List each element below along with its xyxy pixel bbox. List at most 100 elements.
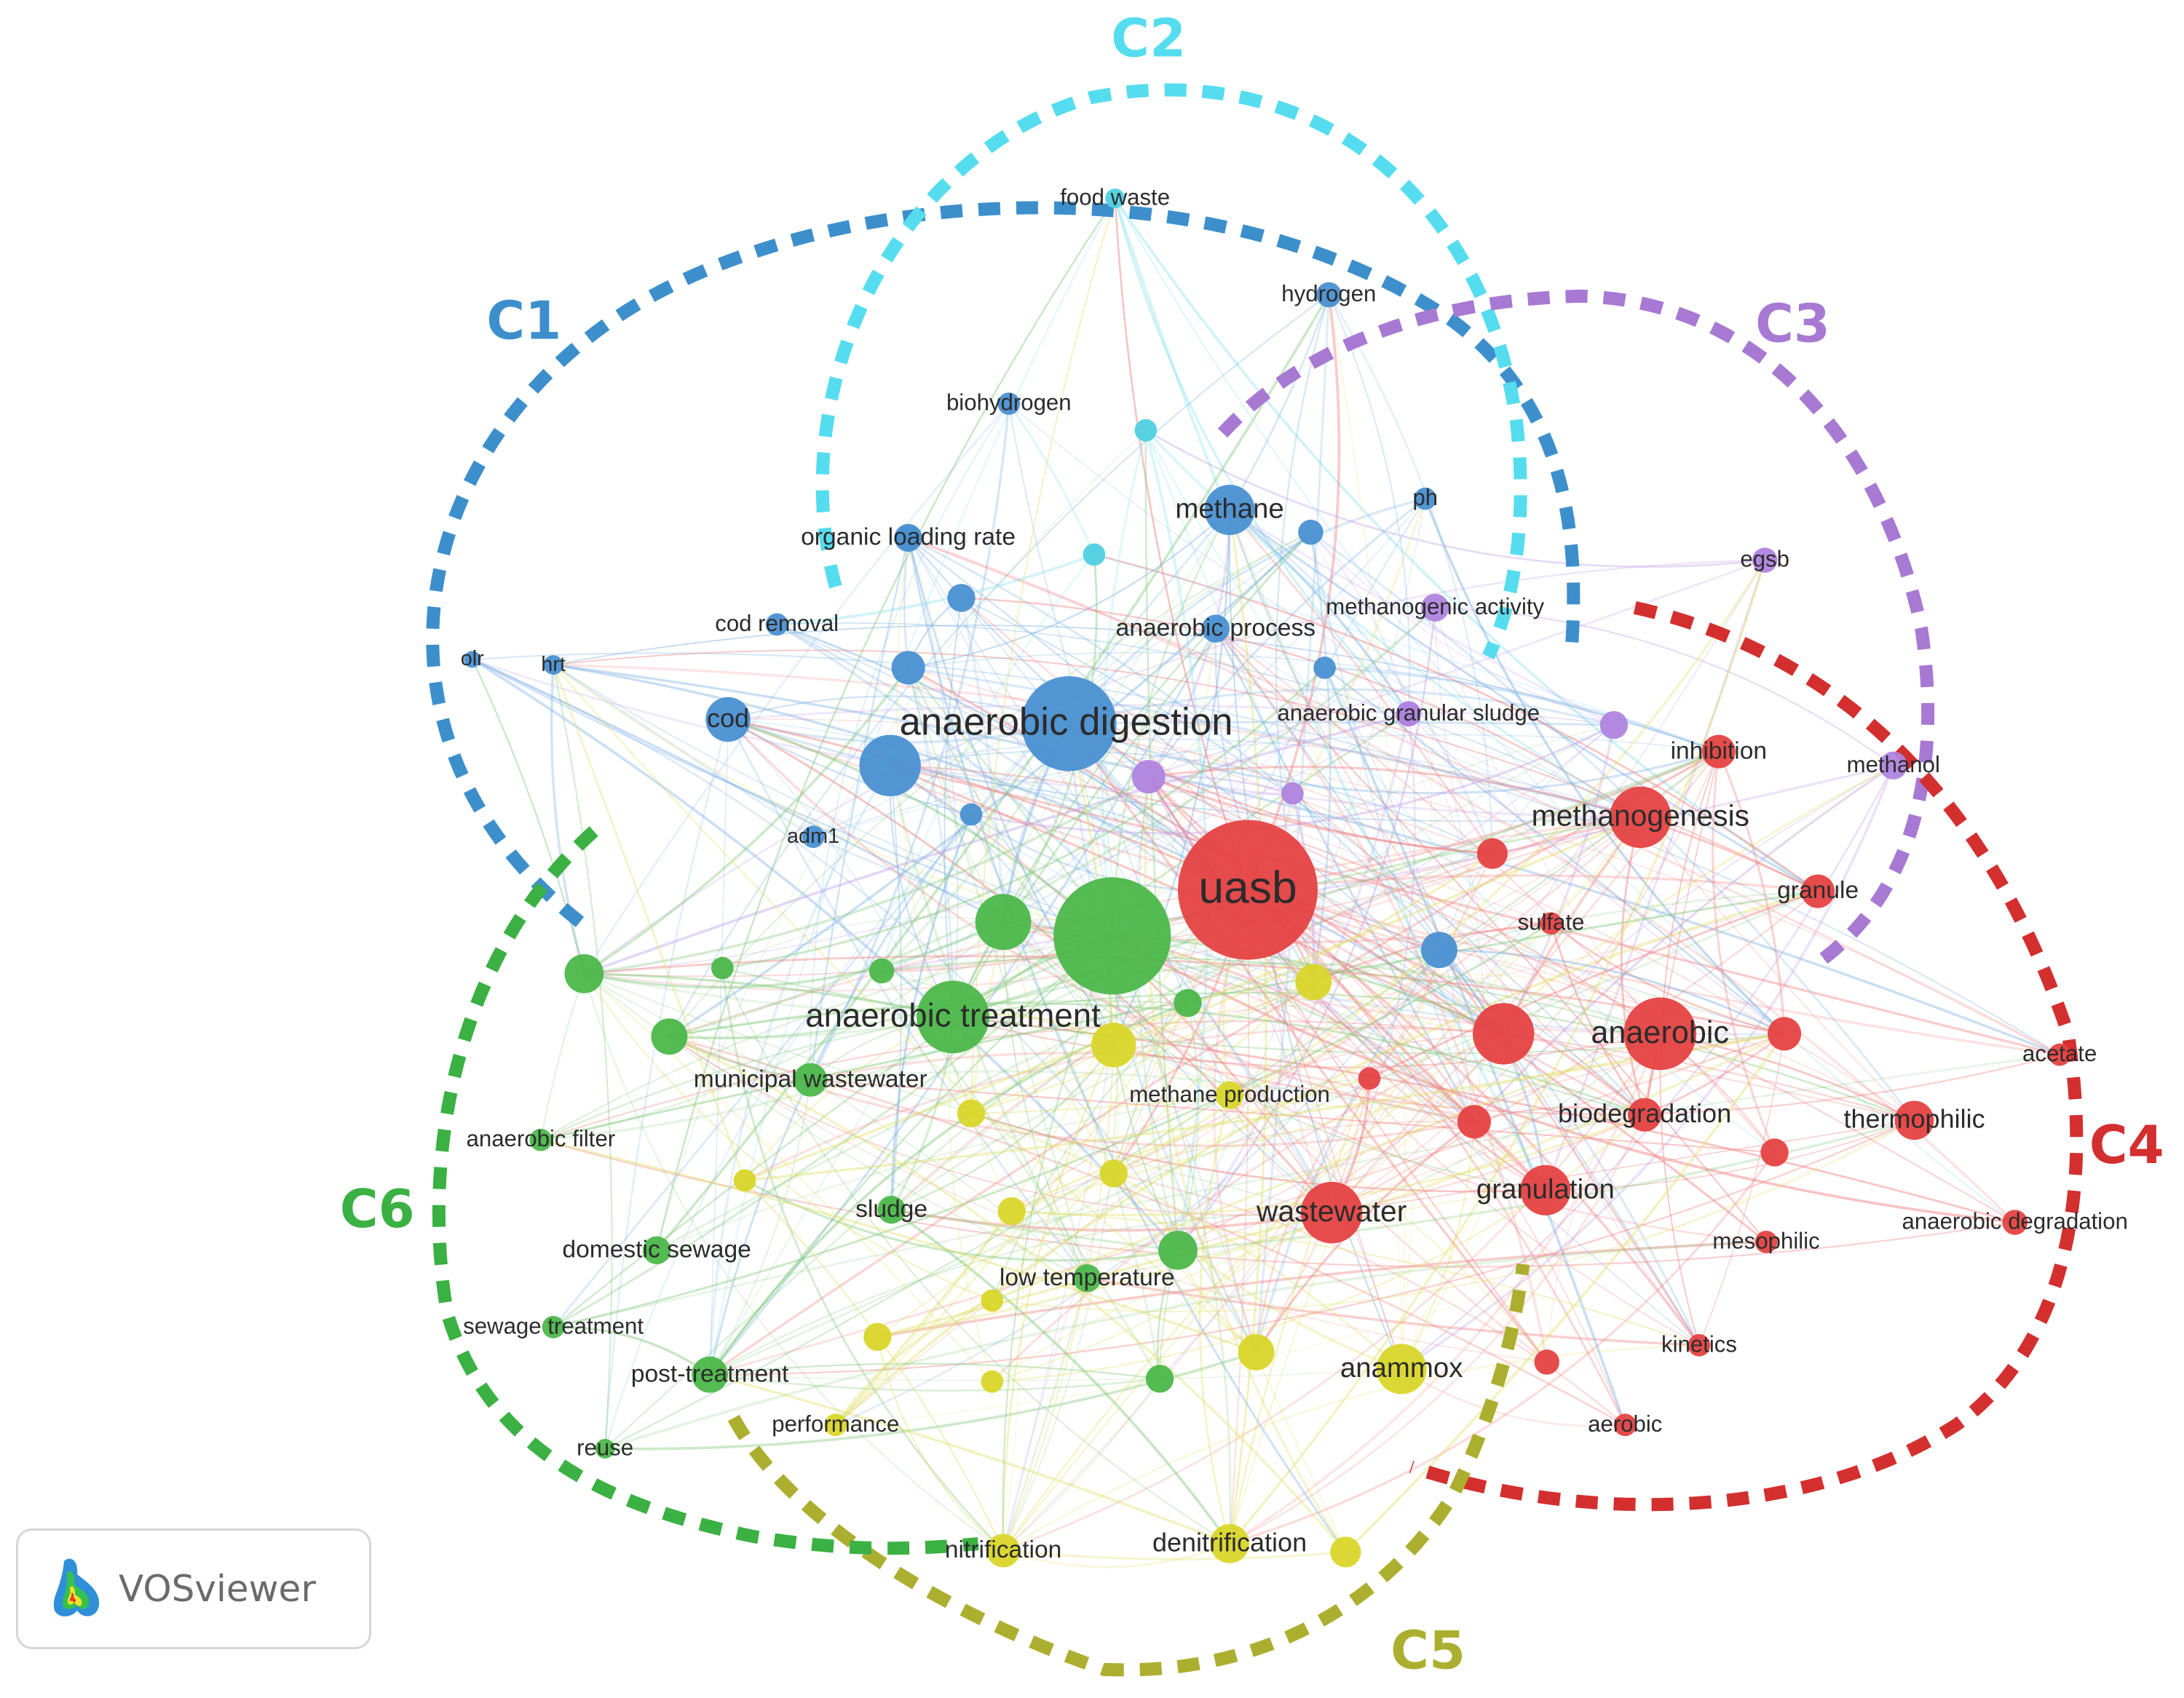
term-node[interactable] xyxy=(1300,1181,1363,1244)
term-node[interactable] xyxy=(464,651,481,668)
term-label[interactable]: anaerobic degradation xyxy=(1902,1208,2128,1234)
term-node[interactable] xyxy=(765,613,788,636)
term-label[interactable]: denitrification xyxy=(1152,1527,1307,1557)
term-node[interactable] xyxy=(1210,1524,1249,1563)
term-node[interactable] xyxy=(1754,1230,1778,1253)
term-label[interactable]: hrt xyxy=(541,653,566,676)
term-label[interactable]: food waste xyxy=(1060,185,1170,210)
term-node[interactable] xyxy=(733,1169,756,1192)
term-label[interactable]: hydrogen xyxy=(1281,281,1376,306)
term-node[interactable] xyxy=(997,392,1021,416)
term-label[interactable]: aerobic xyxy=(1588,1411,1662,1437)
term-node[interactable] xyxy=(1330,1536,1361,1568)
term-node[interactable] xyxy=(986,1534,1021,1568)
term-node[interactable] xyxy=(960,803,983,826)
term-label[interactable]: reuse xyxy=(577,1435,633,1460)
term-node[interactable] xyxy=(1540,912,1562,935)
term-label[interactable]: nitrification xyxy=(945,1536,1062,1563)
term-node[interactable] xyxy=(1134,418,1158,442)
term-label[interactable]: organic loading rate xyxy=(801,524,1016,551)
term-node[interactable] xyxy=(957,1099,986,1127)
term-node[interactable] xyxy=(877,1195,906,1224)
term-node[interactable] xyxy=(1476,838,1508,869)
term-node[interactable] xyxy=(869,958,895,984)
term-node[interactable] xyxy=(1457,1105,1491,1139)
term-label[interactable]: anaerobic filter xyxy=(467,1126,616,1151)
term-node[interactable] xyxy=(1760,1138,1789,1167)
term-node[interactable] xyxy=(1628,1098,1662,1132)
term-node[interactable] xyxy=(1073,1264,1101,1293)
term-node[interactable] xyxy=(981,1370,1004,1393)
term-node[interactable] xyxy=(692,1356,728,1393)
term-node[interactable] xyxy=(705,697,751,742)
term-node[interactable] xyxy=(1421,932,1457,969)
term-node[interactable] xyxy=(1396,701,1422,727)
term-node[interactable] xyxy=(997,1197,1026,1226)
term-node[interactable] xyxy=(542,1316,565,1338)
term-node[interactable] xyxy=(1421,593,1449,622)
term-label[interactable]: municipal wastewater xyxy=(694,1066,927,1092)
term-node[interactable] xyxy=(894,523,922,552)
term-label[interactable]: wastewater xyxy=(1256,1194,1406,1228)
term-node[interactable] xyxy=(1599,710,1629,739)
term-node[interactable] xyxy=(794,1063,828,1097)
term-label[interactable]: biodegradation xyxy=(1558,1098,1731,1128)
term-node[interactable] xyxy=(1238,1334,1275,1370)
term-node[interactable] xyxy=(1534,1349,1560,1375)
term-label[interactable]: adm1 xyxy=(787,825,839,848)
term-node[interactable] xyxy=(947,584,976,612)
term-label[interactable]: cod removal xyxy=(715,611,839,636)
term-label[interactable]: cod xyxy=(707,703,749,733)
term-node[interactable] xyxy=(1105,189,1125,208)
term-node[interactable] xyxy=(564,953,604,993)
term-label[interactable]: kinetics xyxy=(1661,1331,1737,1357)
term-node[interactable] xyxy=(1752,547,1778,573)
term-node[interactable] xyxy=(1701,734,1736,769)
term-node[interactable] xyxy=(802,825,825,849)
term-node[interactable] xyxy=(863,1322,892,1352)
term-node[interactable] xyxy=(1083,543,1106,566)
term-node[interactable] xyxy=(1053,877,1171,995)
term-node[interactable] xyxy=(1623,997,1697,1071)
term-node[interactable] xyxy=(529,1128,553,1151)
term-node[interactable] xyxy=(1281,782,1304,805)
term-label[interactable]: anaerobic digestion xyxy=(900,700,1233,743)
term-label[interactable]: acetate xyxy=(2022,1041,2097,1066)
term-node[interactable] xyxy=(1358,1067,1381,1090)
term-label[interactable]: biohydrogen xyxy=(946,390,1072,416)
term-label[interactable]: domestic sewage xyxy=(562,1237,751,1263)
term-label[interactable]: performance xyxy=(772,1411,899,1437)
term-node[interactable] xyxy=(1174,988,1202,1017)
term-node[interactable] xyxy=(917,980,989,1054)
term-label[interactable]: sewage treatment xyxy=(463,1313,644,1338)
term-node[interactable] xyxy=(1520,1165,1571,1215)
term-label[interactable]: methanogenic activity xyxy=(1326,594,1544,619)
term-node[interactable] xyxy=(1473,1003,1535,1065)
term-label[interactable]: anaerobic process xyxy=(1116,614,1315,641)
term-label[interactable]: olr xyxy=(461,647,484,670)
term-label[interactable]: methane production xyxy=(1129,1082,1330,1107)
term-node[interactable] xyxy=(1801,874,1835,908)
term-label[interactable]: low temperature xyxy=(1000,1264,1175,1291)
term-label[interactable]: anaerobic granular sludge xyxy=(1277,700,1540,726)
term-node[interactable] xyxy=(651,1018,688,1055)
term-node[interactable] xyxy=(1178,820,1318,960)
term-label[interactable]: granule xyxy=(1777,877,1859,904)
term-label[interactable]: egsb xyxy=(1740,547,1789,572)
term-label[interactable]: methanogenesis xyxy=(1532,799,1749,833)
term-node[interactable] xyxy=(1201,614,1230,643)
term-label[interactable]: anaerobic xyxy=(1591,1015,1729,1050)
term-label[interactable]: mesophilic xyxy=(1712,1228,1819,1253)
term-node[interactable] xyxy=(1215,1081,1244,1109)
term-node[interactable] xyxy=(1158,1230,1198,1270)
term-node[interactable] xyxy=(981,1289,1004,1312)
term-label[interactable]: inhibition xyxy=(1671,737,1768,764)
term-node[interactable] xyxy=(824,1413,847,1437)
term-node[interactable] xyxy=(2002,1210,2028,1235)
term-node[interactable] xyxy=(1099,1159,1128,1188)
term-label[interactable]: anaerobic treatment xyxy=(805,996,1101,1034)
term-node[interactable] xyxy=(1204,485,1255,536)
term-label[interactable]: methane xyxy=(1175,493,1283,525)
term-node[interactable] xyxy=(642,1236,671,1265)
term-node[interactable] xyxy=(1879,751,1907,780)
